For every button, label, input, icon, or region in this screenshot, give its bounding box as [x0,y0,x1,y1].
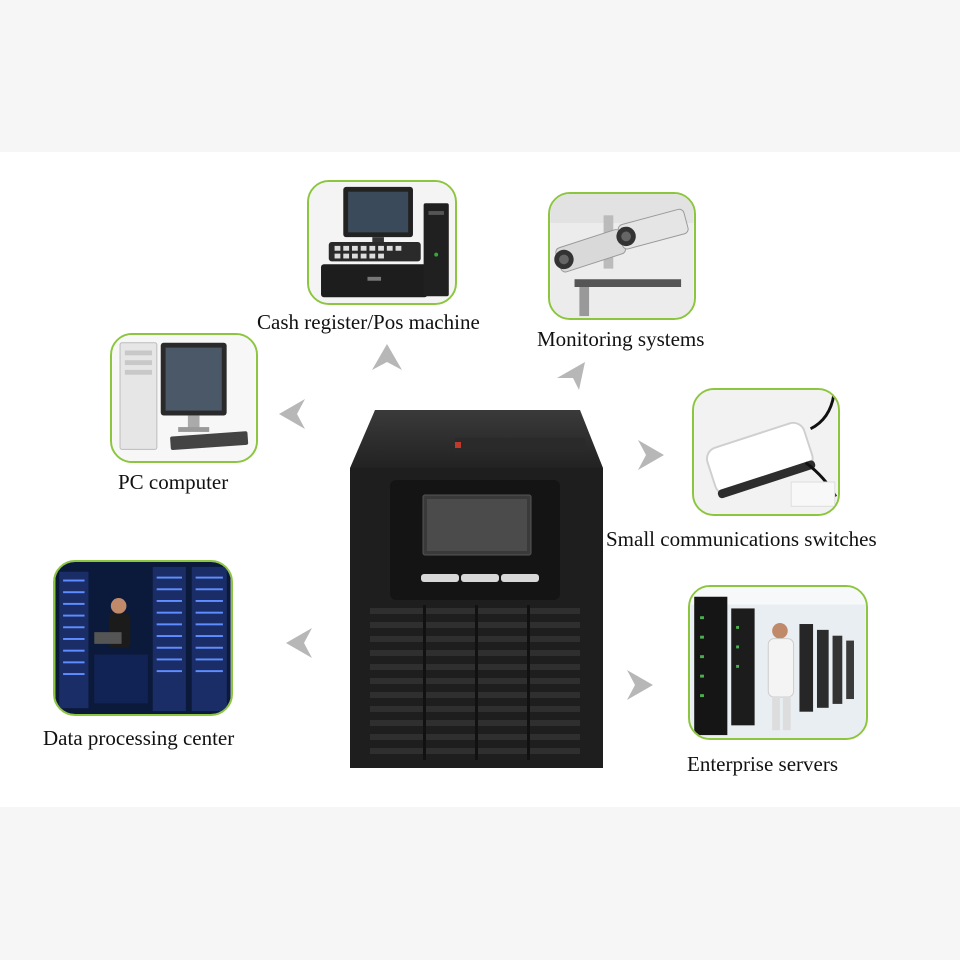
cctv-camera-label: Monitoring systems [537,327,705,351]
network-switch-icon [694,390,838,514]
pc-computer-icon [112,335,256,461]
arrow-to-data-center-icon [282,626,316,660]
arrow-to-switch-icon [634,438,668,472]
ups-tower [345,410,605,775]
pc-computer-card [110,333,258,463]
pc-computer-label: PC computer [118,470,229,494]
pos-machine-icon [309,182,455,303]
data-center-label: Data processing center [43,726,235,750]
arrow-to-servers-icon [623,668,657,702]
server-room-icon [690,587,866,738]
arrow-to-pos-icon [370,340,404,374]
cctv-camera-card [548,192,696,320]
pos-machine-label: Cash register/Pos machine [257,310,480,334]
data-center-card [53,560,233,716]
network-switch-card [692,388,840,516]
cctv-camera-icon [550,194,694,318]
ups-tower-icon [350,410,603,768]
network-switch-label: Small communications switches [606,527,877,551]
pos-machine-card [307,180,457,305]
server-room-label: Enterprise servers [687,752,839,776]
server-room-card [688,585,868,740]
data-center-icon [55,562,231,714]
arrow-to-pc-icon [275,397,309,431]
arrow-to-monitoring-icon [553,358,587,392]
